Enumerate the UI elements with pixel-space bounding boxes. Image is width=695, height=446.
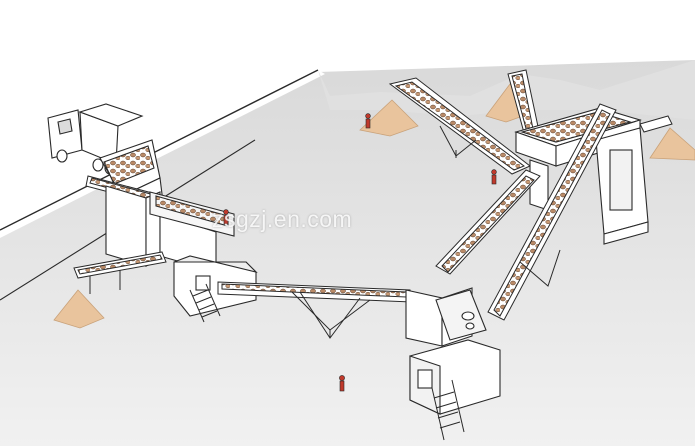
sand-pile-left	[53, 289, 105, 329]
sand-pile-right	[649, 127, 695, 161]
person-icon	[491, 169, 497, 185]
side-conveyor-right	[639, 115, 673, 133]
cone-crusher-station	[405, 287, 501, 415]
person-icon	[339, 375, 345, 392]
watermark-text: zsgzj.en.com	[212, 206, 353, 232]
stairs-center	[431, 379, 465, 441]
diagonal-conveyor	[435, 169, 541, 275]
stockpile-top-left	[359, 99, 419, 137]
person-icon	[223, 209, 229, 225]
sand-conveyor-left	[73, 251, 167, 294]
screen-conveyor-top	[507, 69, 541, 141]
stairs-left	[189, 283, 221, 323]
person-icon	[365, 113, 371, 129]
return-conveyor	[487, 103, 617, 321]
